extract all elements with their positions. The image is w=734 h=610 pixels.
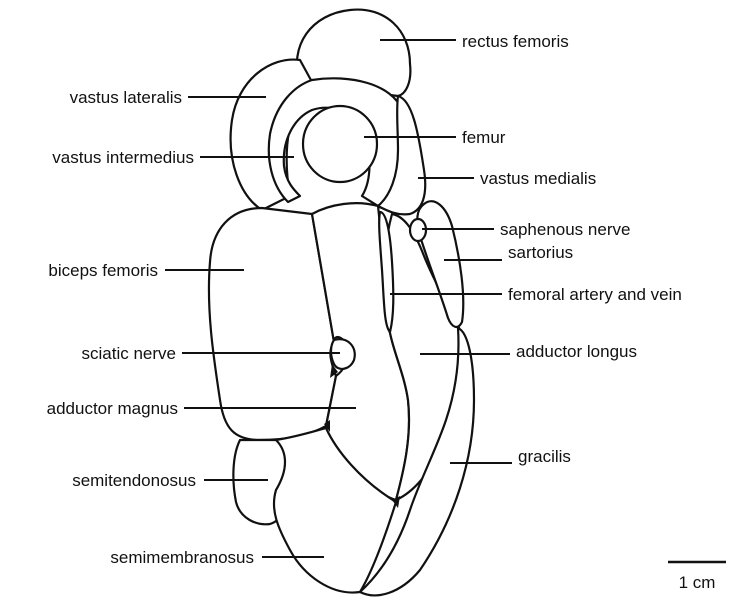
label-rectus-femoris: rectus femoris	[462, 32, 569, 51]
label-vastus-intermedius: vastus intermedius	[52, 148, 194, 167]
label-adductor-magnus: adductor magnus	[47, 399, 178, 418]
label-gracilis: gracilis	[518, 447, 571, 466]
label-saphenous-nerve: saphenous nerve	[500, 220, 630, 239]
label-femur: femur	[462, 128, 506, 147]
label-adductor-longus: adductor longus	[516, 342, 637, 361]
label-biceps-femoris: biceps femoris	[48, 261, 158, 280]
sciatic-nerve-shape	[331, 339, 355, 369]
label-vastus-lateralis: vastus lateralis	[70, 88, 182, 107]
label-semimembranosus: semimembranosus	[110, 548, 254, 567]
scale-bar-label: 1 cm	[679, 573, 716, 592]
femur-shape	[303, 106, 377, 182]
label-sartorius: sartorius	[508, 243, 573, 262]
label-sciatic-nerve: sciatic nerve	[82, 344, 176, 363]
label-vastus-medialis: vastus medialis	[480, 169, 596, 188]
label-semitendonosus: semitendonosus	[72, 471, 196, 490]
label-femoral-artery-and-vein: femoral artery and vein	[508, 285, 682, 304]
